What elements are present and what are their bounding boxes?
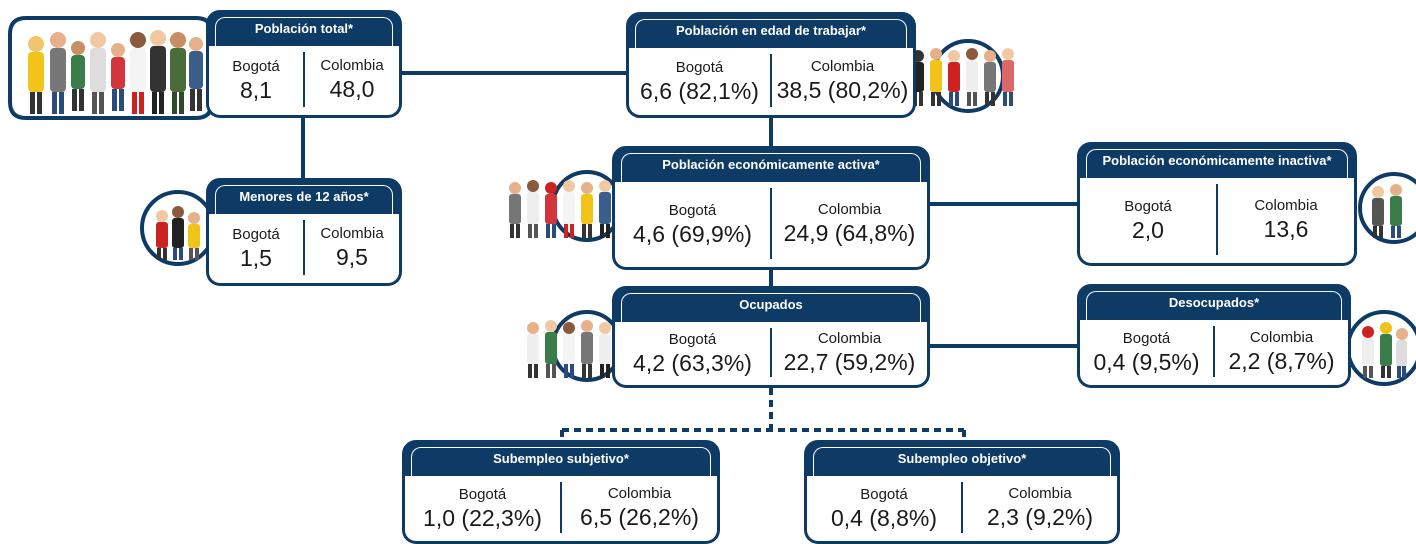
colombia-value: 38,5 (80,2%) xyxy=(776,76,909,103)
bogota-column: Bogotá 1,0 (22,3%) xyxy=(405,476,560,541)
node-title: Subempleo objetivo* xyxy=(804,440,1120,479)
bogota-label: Bogotá xyxy=(675,58,724,76)
colombia-value: 24,9 (64,8%) xyxy=(783,219,916,246)
bogota-label: Bogotá xyxy=(1124,197,1172,215)
colombia-label: Colombia xyxy=(607,484,672,502)
colombia-column: Colombia 2,2 (8,7%) xyxy=(1213,326,1348,377)
colombia-value: 9,5 xyxy=(336,243,368,270)
crowd-illustration-working-age xyxy=(904,38,1029,114)
node-menores-12: Menores de 12 años* Bogotá 1,5 Colombia … xyxy=(206,178,402,286)
bogota-value: 1,0 (22,3%) xyxy=(423,504,542,531)
node-subempleo-objetivo: Subempleo objetivo* Bogotá 0,4 (8,8%) Co… xyxy=(804,440,1120,544)
colombia-value: 6,5 (26,2%) xyxy=(580,503,699,530)
bogota-label: Bogotá xyxy=(1122,329,1171,347)
bogota-value: 4,2 (63,3%) xyxy=(633,349,752,376)
colombia-label: Colombia xyxy=(1254,196,1318,214)
node-desocupados: Desocupados* Bogotá 0,4 (9,5%) Colombia … xyxy=(1077,284,1351,388)
crowd-illustration-unemployed xyxy=(1344,308,1416,388)
node-title: Desocupados* xyxy=(1077,284,1351,323)
bogota-label: Bogotá xyxy=(860,485,908,503)
crowd-illustration-inactive xyxy=(1356,170,1416,246)
crowd-illustration-children xyxy=(138,188,218,268)
colombia-value: 13,6 xyxy=(1263,215,1309,242)
colombia-label: Colombia xyxy=(817,200,882,218)
colombia-column: Colombia 13,6 xyxy=(1216,184,1354,255)
node-title: Población en edad de trabajar* xyxy=(626,12,916,51)
bogota-label: Bogotá xyxy=(668,201,717,219)
bogota-value: 8,1 xyxy=(240,76,272,103)
bogota-label: Bogotá xyxy=(232,57,280,75)
bogota-value: 4,6 (69,9%) xyxy=(633,220,752,247)
node-title: Menores de 12 años* xyxy=(206,178,402,217)
colombia-value: 2,3 (9,2%) xyxy=(986,503,1094,530)
colombia-label: Colombia xyxy=(1249,328,1314,346)
bogota-value: 0,4 (9,5%) xyxy=(1093,348,1200,375)
colombia-column: Colombia 6,5 (26,2%) xyxy=(560,482,717,533)
colombia-column: Colombia 22,7 (59,2%) xyxy=(770,328,927,377)
node-ocupados: Ocupados Bogotá 4,2 (63,3%) Colombia 22,… xyxy=(612,286,930,388)
bogota-label: Bogotá xyxy=(668,330,717,348)
bogota-value: 2,0 xyxy=(1132,216,1164,243)
bogota-column: Bogotá 0,4 (8,8%) xyxy=(807,476,961,541)
bogota-label: Bogotá xyxy=(458,485,507,503)
bogota-column: Bogotá 2,0 xyxy=(1080,178,1216,263)
bogota-column: Bogotá 6,6 (82,1%) xyxy=(629,48,770,115)
crowd-illustration-active xyxy=(503,168,633,244)
crowd-illustration-employed xyxy=(521,308,631,384)
colombia-column: Colombia 24,9 (64,8%) xyxy=(770,188,927,259)
node-title: Población económicamente inactiva* xyxy=(1077,142,1357,181)
colombia-label: Colombia xyxy=(1008,484,1072,502)
node-poblacion-edad-trabajar: Población en edad de trabajar* Bogotá 6,… xyxy=(626,12,916,118)
bogota-value: 0,4 (8,8%) xyxy=(830,504,938,531)
node-title: Población económicamente activa* xyxy=(612,146,930,185)
colombia-label: Colombia xyxy=(320,56,384,74)
colombia-column: Colombia 38,5 (80,2%) xyxy=(770,54,913,107)
colombia-column: Colombia 9,5 xyxy=(303,220,399,275)
colombia-column: Colombia 48,0 xyxy=(303,52,399,107)
colombia-column: Colombia 2,3 (9,2%) xyxy=(961,482,1117,533)
node-title: Subempleo subjetivo* xyxy=(402,440,720,479)
node-title: Población total* xyxy=(206,10,402,49)
bogota-value: 6,6 (82,1%) xyxy=(640,77,759,104)
bogota-value: 1,5 xyxy=(240,244,272,271)
node-poblacion-economicamente-activa: Población económicamente activa* Bogotá … xyxy=(612,146,930,270)
bogota-column: Bogotá 1,5 xyxy=(209,214,303,283)
bogota-column: Bogotá 0,4 (9,5%) xyxy=(1080,320,1213,385)
bogota-column: Bogotá 8,1 xyxy=(209,46,303,115)
node-poblacion-total: Población total* Bogotá 8,1 Colombia 48,… xyxy=(206,10,402,118)
bogota-label: Bogotá xyxy=(232,225,280,243)
node-poblacion-economicamente-inactiva: Población económicamente inactiva* Bogot… xyxy=(1077,142,1357,266)
crowd-illustration-large xyxy=(6,10,221,125)
bogota-column: Bogotá 4,2 (63,3%) xyxy=(615,322,770,385)
node-subempleo-subjetivo: Subempleo subjetivo* Bogotá 1,0 (22,3%) … xyxy=(402,440,720,544)
colombia-value: 2,2 (8,7%) xyxy=(1228,347,1335,374)
colombia-value: 48,0 xyxy=(329,75,375,102)
colombia-label: Colombia xyxy=(320,224,384,242)
colombia-label: Colombia xyxy=(817,329,882,347)
node-title: Ocupados xyxy=(612,286,930,325)
colombia-value: 22,7 (59,2%) xyxy=(783,348,916,375)
colombia-label: Colombia xyxy=(810,57,875,75)
bogota-column: Bogotá 4,6 (69,9%) xyxy=(615,182,770,267)
